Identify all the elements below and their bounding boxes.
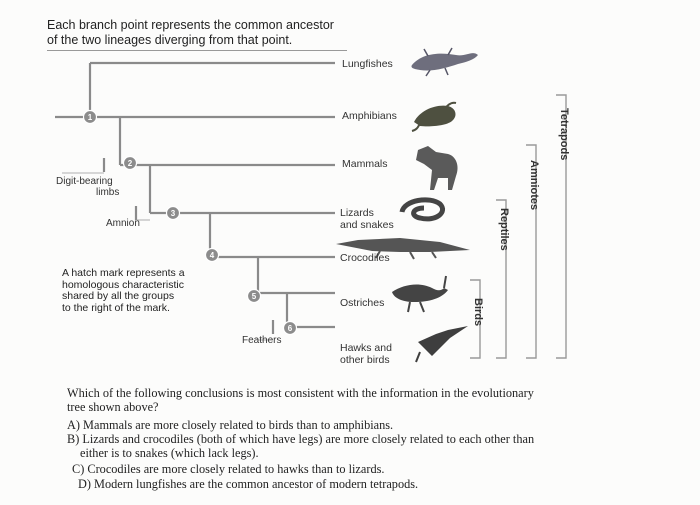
- node-1-marker: [82, 109, 98, 125]
- tetrapods-bracket: [556, 94, 567, 359]
- node-4-marker: [204, 247, 220, 263]
- node-5-marker: [246, 288, 262, 304]
- group-reptiles: Reptiles: [498, 208, 510, 251]
- answer-c: C) Crocodiles are more closely related t…: [72, 462, 385, 476]
- taxon-hawks: Hawks and: [340, 342, 392, 354]
- caption-line-1: Each branch point represents the common …: [47, 18, 334, 32]
- group-tetrapods: Tetrapods: [558, 108, 570, 161]
- crocodile-icon: [336, 238, 470, 252]
- node-6-label: 6: [288, 324, 293, 333]
- question-stem-line-2: tree shown above?: [67, 400, 159, 414]
- taxon-lungfishes: Lungfishes: [342, 58, 393, 70]
- node-3-label: 3: [171, 209, 176, 218]
- hatch-note-line-3: shared by all the groups: [62, 290, 175, 302]
- character-digit-limbs-line2: limbs: [96, 187, 120, 198]
- hatch-note-line-1: A hatch mark represents a: [62, 267, 185, 279]
- caption-rule: [47, 50, 347, 51]
- salamander-icon: [414, 105, 456, 127]
- character-feathers: Feathers: [242, 335, 282, 346]
- node-2-marker: [122, 155, 138, 171]
- answer-b: B) Lizards and crocodiles (both of which…: [67, 432, 535, 446]
- taxon-crocodiles: Crocodiles: [340, 252, 390, 264]
- node-1-label: 1: [88, 113, 93, 122]
- animal-illustrations: [336, 47, 478, 363]
- ostrich-icon: [392, 284, 448, 302]
- node-4-label: 4: [210, 251, 215, 260]
- hawk-icon: [418, 326, 468, 356]
- answer-b-line-2: either is to snakes (which lack legs).: [80, 446, 259, 460]
- node-5-label: 5: [252, 292, 257, 301]
- birds-bracket: [470, 279, 481, 359]
- hatch-note-line-2: homologous characteristic: [62, 278, 184, 291]
- taxon-amphibians: Amphibians: [342, 110, 397, 122]
- figure-caption: Each branch point represents the common …: [47, 18, 334, 48]
- hatch-note-line-4: to the right of the mark.: [62, 301, 170, 314]
- character-digit-limbs: Digit-bearing: [56, 176, 113, 187]
- wolf-icon: [416, 146, 458, 190]
- hatch-mark-note: A hatch mark represents a homologous cha…: [62, 267, 185, 314]
- group-brackets: [470, 94, 567, 359]
- caption-line-2: of the two lineages diverging from that …: [47, 33, 293, 47]
- taxon-ostriches: Ostriches: [340, 297, 385, 309]
- taxon-hawks-line2: other birds: [340, 354, 390, 366]
- lungfish-icon: [411, 53, 478, 71]
- taxon-lizards: Lizards: [340, 207, 374, 219]
- answer-d: D) Modern lungfishes are the common ance…: [78, 477, 419, 491]
- answer-a: A) Mammals are more closely related to b…: [67, 418, 394, 432]
- amniotes-bracket: [526, 144, 537, 359]
- group-amniotes: Amniotes: [528, 160, 540, 211]
- character-amnion: Amnion: [106, 218, 140, 229]
- reptiles-bracket: [496, 199, 507, 359]
- taxon-lizards-line2: and snakes: [340, 219, 394, 231]
- node-6-marker: [282, 320, 298, 336]
- taxon-mammals: Mammals: [342, 158, 388, 170]
- group-birds: Birds: [472, 298, 484, 327]
- node-2-label: 2: [128, 159, 133, 168]
- question-stem-line-1: Which of the following conclusions is mo…: [67, 386, 534, 400]
- snake-icon: [399, 197, 445, 222]
- node-3-marker: [165, 205, 181, 221]
